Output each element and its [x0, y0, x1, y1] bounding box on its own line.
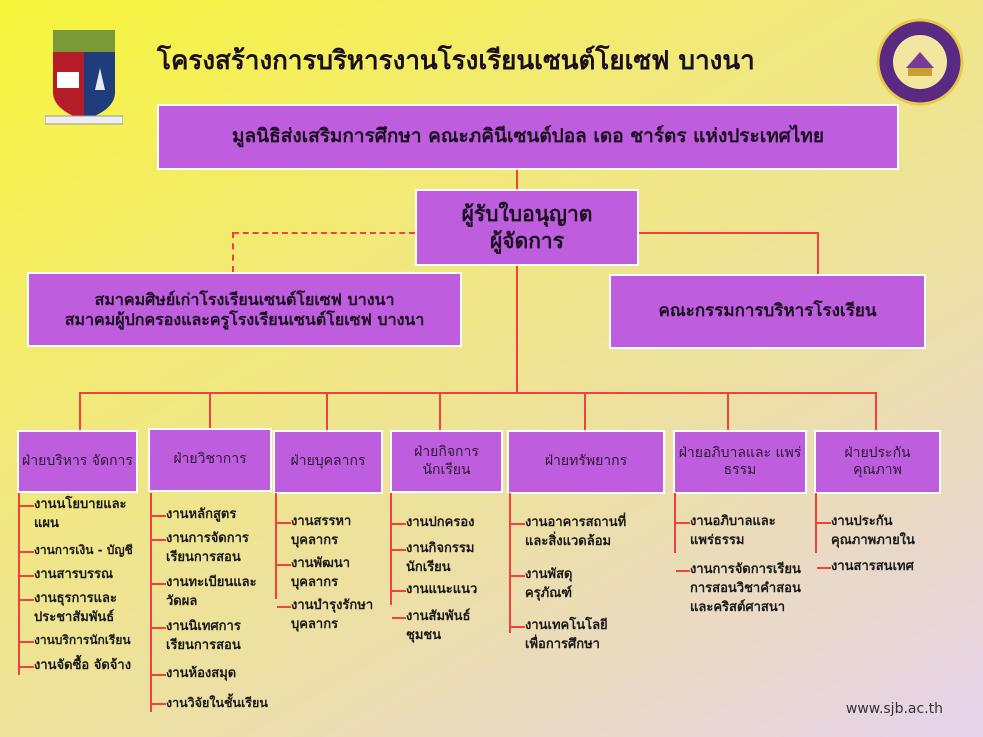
alumni-association-label: สมาคมศิษย์เก่าโรงเรียนเซนต์โยเซฟ บางนา — [94, 289, 395, 309]
department-label: ฝ่ายบริหาร จัดการ — [22, 452, 133, 469]
connector — [209, 392, 211, 428]
task-item: งานสรรหาบุคลากร — [277, 512, 367, 550]
foundation-box: มูลนิธิส่งเสริมการศึกษา คณะภคินีเซนต์ปอล… — [157, 104, 899, 170]
task-item: งานอภิบาลและแพร่ธรรม — [676, 512, 786, 550]
page-title: โครงสร้างการบริหารงานโรงเรียนเซนต์โยเซฟ … — [157, 46, 755, 76]
task-item: งานธุรการและประชาสัมพันธ์ — [20, 589, 148, 627]
department-label: ฝ่ายวิชาการ — [173, 451, 247, 468]
administration-task-list: งานนโยบายและแผน งานการเงิน - บัญชี งานสา… — [18, 493, 148, 675]
department-box-administration: ฝ่ายบริหาร จัดการ — [17, 430, 138, 493]
dashed-connector — [233, 232, 415, 234]
task-item: งานการจัดการเรียนการสอน — [152, 529, 270, 567]
connector — [516, 265, 518, 393]
task-item: งานแนะแนว — [392, 580, 500, 599]
department-label: ฝ่ายทรัพยากร — [544, 453, 628, 470]
task-item: งานห้องสมุด — [152, 664, 290, 683]
connector — [817, 232, 819, 274]
task-item: งานอาคารสถานที่และสิ่งแวดล้อม — [511, 513, 646, 551]
connector — [79, 392, 81, 430]
connector — [638, 232, 819, 234]
committee-label: คณะกรรมการบริหารโรงเรียน — [658, 300, 877, 321]
task-item: งานปกครอง — [392, 513, 500, 532]
committee-box: คณะกรรมการบริหารโรงเรียน — [609, 274, 926, 349]
department-label: ฝ่ายบุคลากร — [290, 453, 366, 470]
personnel-task-list: งานสรรหาบุคลากร งานพัฒนาบุคลากร งานบำรุง… — [275, 493, 385, 632]
student-affairs-task-list: งานปกครอง งานกิจกรรมนักเรียน งานแนะแนว ง… — [390, 493, 500, 643]
licensee-label: ผู้รับใบอนุญาต — [461, 202, 593, 227]
task-item: งานนโยบายและแผน — [20, 495, 148, 533]
website-url: www.sjb.ac.th — [845, 701, 943, 717]
task-item: งานการเงิน - บัญชี — [20, 541, 148, 560]
connector — [79, 392, 877, 394]
resources-task-list: งานอาคารสถานที่และสิ่งแวดล้อม งานพัสดุคร… — [509, 493, 659, 652]
department-box-academic: ฝ่ายวิชาการ — [148, 428, 272, 492]
task-item: งานพัฒนาบุคลากร — [277, 554, 367, 592]
quality-assurance-task-list: งานประกันคุณภาพภายใน งานสารสนเทศ — [815, 493, 945, 574]
department-box-pastoral: ฝ่ายอภิบาลและ แพร่ธรรม — [673, 430, 807, 494]
connector — [516, 170, 518, 189]
licensee-manager-box: ผู้รับใบอนุญาตผู้จัดการ — [415, 189, 639, 266]
department-box-resources: ฝ่ายทรัพยากร — [507, 430, 665, 494]
school-seal-logo — [876, 18, 964, 106]
connector — [875, 392, 877, 430]
task-item: งานพัสดุครุภัณฑ์ — [511, 565, 591, 603]
parents-teachers-association-label: สมาคมผู้ปกครองและครูโรงเรียนเซนต์โยเซฟ บ… — [64, 309, 425, 329]
dashed-connector — [232, 232, 234, 272]
task-item: งานกิจกรรมนักเรียน — [392, 539, 492, 577]
task-item: งานทะเบียนและวัดผล — [152, 573, 262, 611]
task-item: งานวิจัยในชั้นเรียน — [152, 693, 290, 712]
task-item: งานนิเทศการเรียนการสอน — [152, 617, 262, 655]
associations-box: สมาคมศิษย์เก่าโรงเรียนเซนต์โยเซฟ บางนาสม… — [27, 272, 462, 347]
department-label: ฝ่ายประกัน คุณภาพ — [844, 444, 911, 479]
task-item: งานบริการนักเรียน — [20, 631, 148, 650]
school-crest-logo — [44, 30, 124, 125]
academic-task-list: งานหลักสูตร งานการจัดการเรียนการสอน งานท… — [150, 493, 290, 712]
manager-label: ผู้จัดการ — [489, 228, 565, 253]
department-box-quality-assurance: ฝ่ายประกัน คุณภาพ — [814, 430, 941, 494]
task-item: งานหลักสูตร — [152, 505, 290, 524]
connector — [439, 392, 441, 430]
task-item: งานสารบรรณ — [20, 565, 148, 584]
task-item: งานบำรุงรักษาบุคลากร — [277, 596, 387, 634]
task-item: งานประกันคุณภาพภายใน — [817, 512, 932, 550]
connector — [584, 392, 586, 430]
task-item: งานสารสนเทศ — [817, 557, 945, 576]
foundation-label: มูลนิธิส่งเสริมการศึกษา คณะภคินีเซนต์ปอล… — [231, 125, 824, 148]
task-item: งานการจัดการเรียนการสอนวิชาคำสอนและคริสต… — [676, 560, 811, 617]
connector — [326, 392, 328, 430]
task-item: งานเทคโนโลยีเพื่อการศึกษา — [511, 616, 621, 654]
connector — [727, 392, 729, 430]
department-box-student-affairs: ฝ่ายกิจการ นักเรียน — [390, 430, 503, 493]
department-label: ฝ่ายกิจการ นักเรียน — [414, 444, 479, 478]
department-box-personnel: ฝ่ายบุคลากร — [273, 430, 383, 494]
task-item: งานจัดซื้อ จัดจ้าง — [20, 656, 148, 675]
department-label: ฝ่ายอภิบาลและ แพร่ธรรม — [678, 444, 802, 479]
task-item: งานสัมพันธ์ชุมชน — [392, 607, 482, 645]
pastoral-task-list: งานอภิบาลและแพร่ธรรม งานการจัดการเรียนกา… — [674, 493, 814, 615]
